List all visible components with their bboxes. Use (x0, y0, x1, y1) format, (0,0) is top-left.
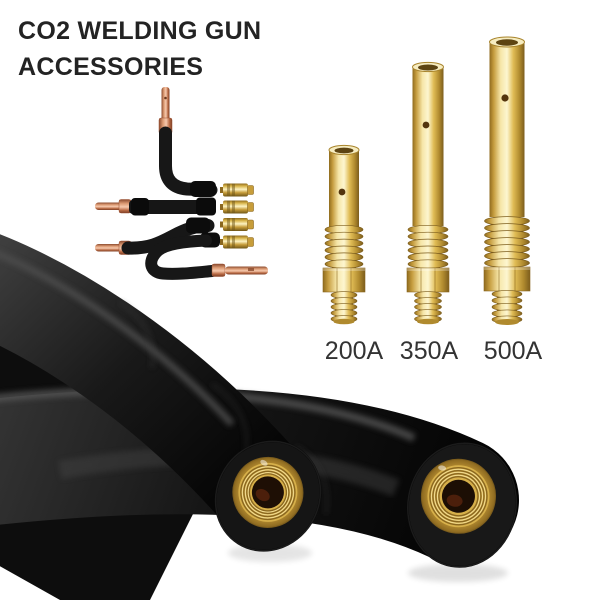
brass-threaded-bore (232, 456, 304, 528)
cable-highlight (0, 251, 235, 427)
tip-notch (248, 268, 254, 271)
torch-cable-left-end (214, 440, 322, 552)
title-line-2: ACCESSORIES (18, 53, 204, 81)
gas-diffuser-500a (483, 36, 531, 325)
jumper-cable-s-curved (95, 217, 254, 255)
diffuser-threads (484, 216, 530, 268)
brass-connector (219, 217, 254, 232)
cable-assembly-image (95, 87, 268, 280)
brass-threaded-bore (420, 458, 496, 534)
gas-hole (501, 94, 509, 102)
gas-diffuser-200a (322, 144, 366, 325)
tip-hole (164, 96, 167, 100)
title-line-1: CO2 WELDING GUN (18, 17, 262, 45)
page-title: CO2 WELDING GUN ACCESSORIES (18, 13, 261, 85)
gas-diffuser-350a (406, 61, 450, 325)
brass-connector (219, 200, 254, 214)
diffuser-tube (329, 150, 359, 227)
cable-sleeve-seam (211, 383, 248, 453)
diffuser-threads (407, 224, 449, 269)
diffuser-stud-threads (330, 291, 358, 325)
tube-opening (418, 64, 438, 71)
label-350a: 350A (399, 337, 459, 365)
jumper-cable-straight (95, 197, 254, 216)
torch-cables-image (0, 234, 519, 600)
cable-sleeve-seam (119, 301, 154, 369)
brass-connector (219, 235, 254, 249)
brass-connector (219, 183, 254, 197)
diffuser-stud-threads (491, 290, 523, 325)
gas-hole (338, 188, 346, 196)
tube-opening (334, 147, 354, 154)
torch-cable-right-end (406, 442, 518, 568)
gas-hole (422, 121, 430, 129)
diffuser-hex-nut (322, 267, 366, 293)
diffuser-tube (412, 67, 444, 226)
diffuser-threads (324, 224, 364, 269)
jumper-cable-l-shaped (158, 87, 254, 197)
diffuser-hex-nut (406, 267, 450, 293)
label-500a: 500A (483, 337, 543, 365)
label-200a: 200A (324, 337, 384, 365)
tube-opening (496, 39, 518, 46)
diffuser-stud-threads (414, 291, 442, 325)
diffuser-tube (489, 42, 525, 217)
jumper-cable-u-shaped (145, 232, 268, 280)
cable-shadow (408, 564, 508, 582)
diffuser-hex-nut (483, 266, 531, 292)
cable-sleeve-seam (295, 445, 328, 515)
torch-cable-left-body (0, 234, 319, 547)
